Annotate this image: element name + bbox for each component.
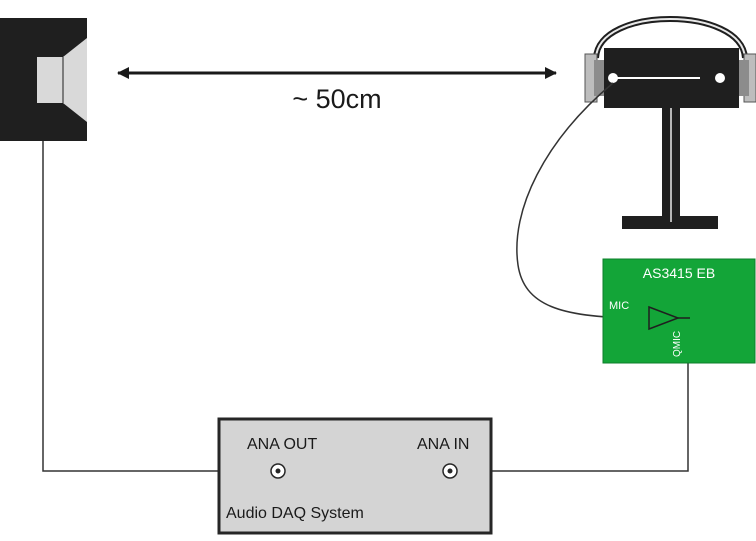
wiring bbox=[42, 82, 689, 472]
mic-cable bbox=[516, 82, 641, 319]
qmic-label: QMIC bbox=[672, 331, 683, 357]
amplifier-icon bbox=[648, 305, 681, 331]
mic-label: MIC bbox=[609, 300, 629, 312]
audio-daq-box: ANA OUT ANA IN Audio DAQ System bbox=[217, 417, 493, 535]
ana-in-label: ANA IN bbox=[417, 436, 469, 453]
daq-name: Audio DAQ System bbox=[226, 505, 364, 522]
eval-board: AS3415 EB MIC QMIC bbox=[602, 258, 756, 364]
loudspeaker-icon bbox=[0, 18, 87, 141]
distance-label: ~ 50cm bbox=[292, 84, 381, 114]
speaker-cable bbox=[42, 141, 270, 472]
qmic-cable bbox=[459, 318, 689, 472]
head-simulator-icon bbox=[584, 16, 756, 229]
ana-out-label: ANA OUT bbox=[247, 436, 317, 453]
eval-board-title: AS3415 EB bbox=[643, 265, 715, 281]
